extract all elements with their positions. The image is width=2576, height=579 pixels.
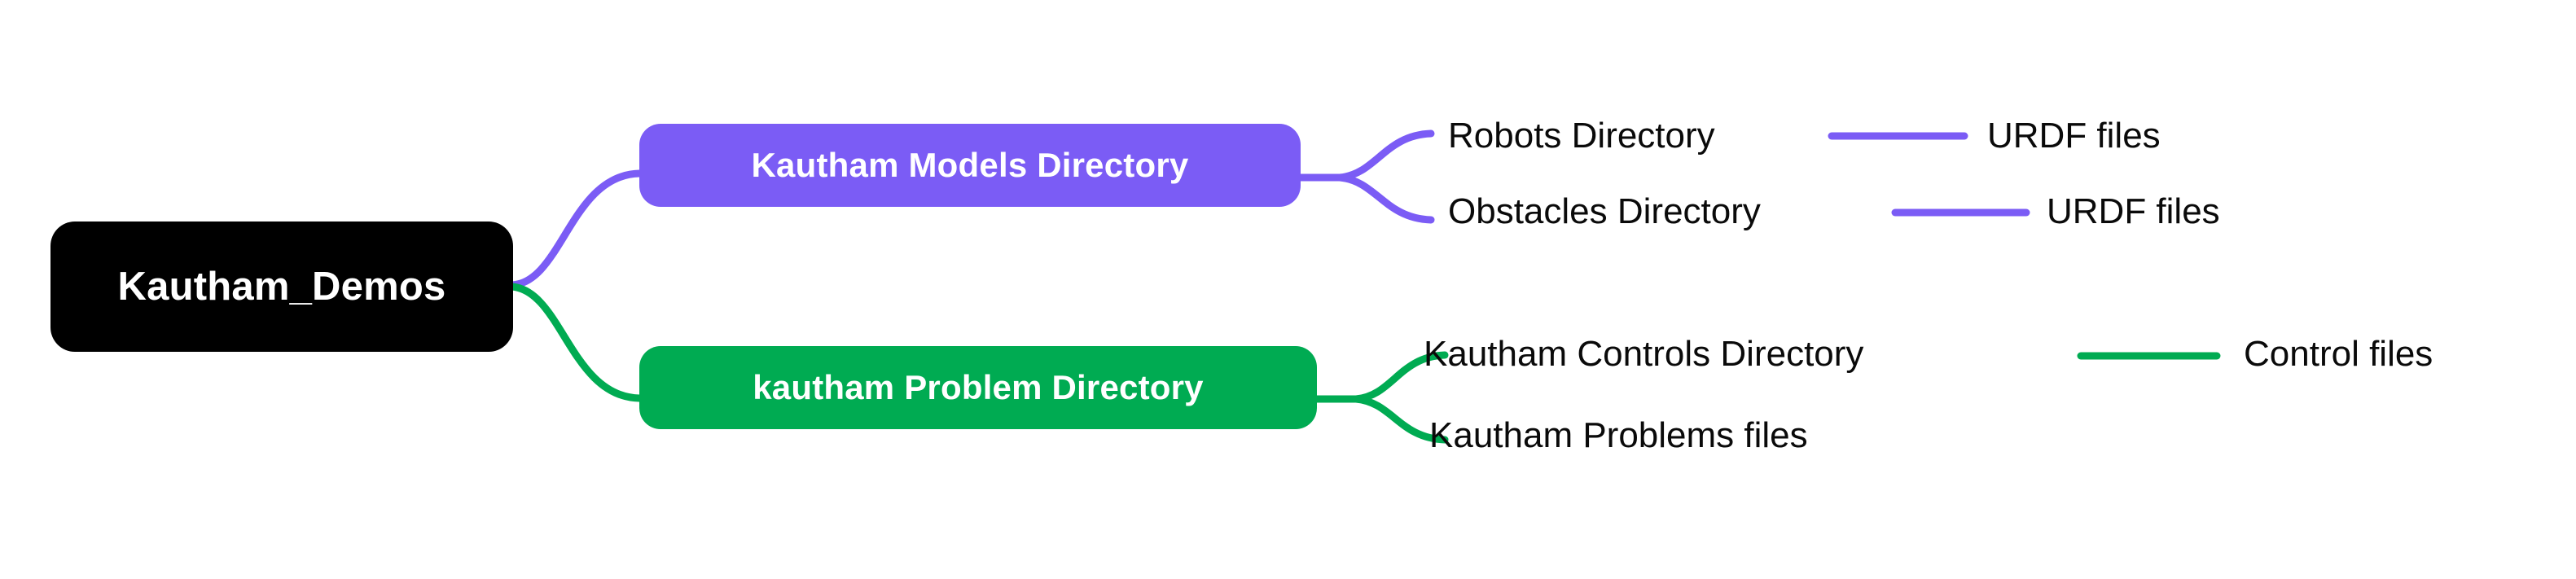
leaf-control-files[interactable]: Control files bbox=[2244, 334, 2433, 374]
edge-models-to-obstacles bbox=[1336, 173, 1435, 224]
leaf-kautham-controls-directory[interactable]: Kautham Controls Directory bbox=[1424, 334, 1864, 374]
edge-models-to-robots bbox=[1336, 129, 1435, 182]
node-kautham-problem-directory-label: kautham Problem Directory bbox=[753, 368, 1204, 406]
leaf-obstacles-directory[interactable]: Obstacles Directory bbox=[1448, 191, 1761, 231]
node-root-kautham-demos[interactable]: Kautham_Demos bbox=[50, 222, 513, 352]
node-kautham-models-directory[interactable]: Kautham Models Directory bbox=[639, 124, 1301, 207]
node-kautham-problem-directory[interactable]: kautham Problem Directory bbox=[639, 346, 1317, 429]
edge-root-to-models bbox=[507, 169, 643, 289]
edge-root-to-problem bbox=[507, 283, 643, 402]
leaf-robots-urdf-files[interactable]: URDF files bbox=[1987, 116, 2161, 156]
leaf-robots-directory[interactable]: Robots Directory bbox=[1448, 116, 1715, 156]
leaf-kautham-problems-files[interactable]: Kautham Problems files bbox=[1429, 415, 1808, 455]
node-kautham-models-directory-label: Kautham Models Directory bbox=[751, 146, 1189, 184]
leaf-obstacles-urdf-files[interactable]: URDF files bbox=[2047, 191, 2220, 231]
node-root-label: Kautham_Demos bbox=[117, 265, 446, 309]
